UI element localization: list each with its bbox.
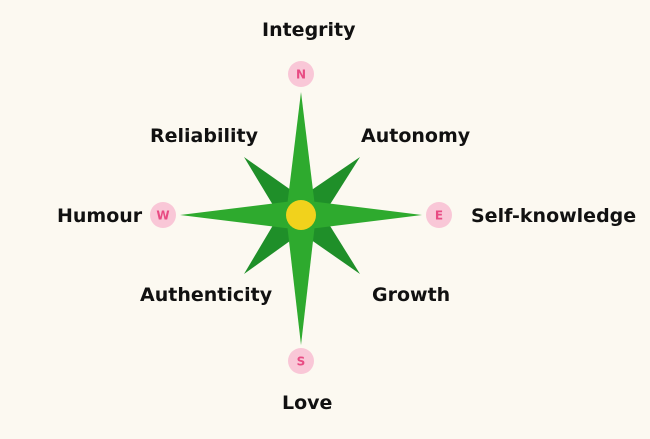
- badge-east: E: [426, 202, 452, 228]
- compass-center-dot: [286, 200, 316, 230]
- label-southwest-authenticity: Authenticity: [140, 284, 273, 306]
- label-northwest-reliability: Reliability: [150, 125, 258, 147]
- badge-north: N: [288, 61, 314, 87]
- compass-point-east: [301, 200, 422, 230]
- badge-west: W: [150, 202, 176, 228]
- badge-south-letter: S: [297, 355, 306, 369]
- compass-point-south: [286, 215, 316, 345]
- label-east-self-knowledge: Self-knowledge: [471, 205, 637, 227]
- label-southeast-growth: Growth: [372, 284, 451, 306]
- label-northeast-autonomy: Autonomy: [361, 125, 471, 147]
- badge-south: S: [288, 348, 314, 374]
- badge-north-letter: N: [296, 68, 306, 82]
- label-north-integrity: Integrity: [262, 19, 356, 41]
- badge-west-letter: W: [156, 209, 169, 223]
- compass-point-north: [286, 92, 316, 215]
- compass-point-west: [180, 200, 301, 230]
- label-south-love: Love: [282, 392, 333, 414]
- label-west-humour: Humour: [57, 205, 143, 227]
- badge-east-letter: E: [435, 209, 443, 223]
